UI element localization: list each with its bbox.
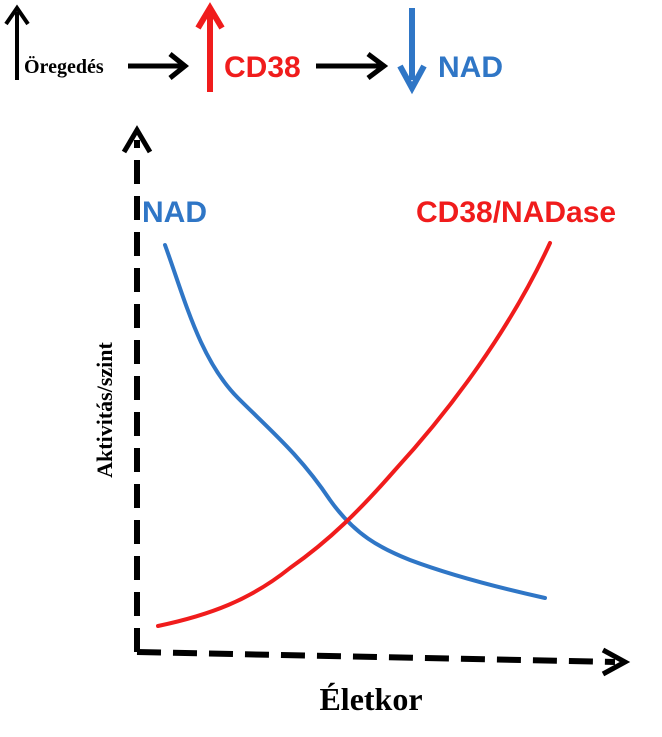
aging-flow: Öregedés CD38 NAD (4, 2, 503, 95)
y-axis (121, 125, 153, 652)
aging-up-arrow-icon (4, 4, 30, 80)
cd38-up-arrow-icon (195, 2, 225, 92)
right-arrow-icon (316, 52, 389, 80)
cd38-label: CD38 (224, 51, 301, 84)
cd38-series-label: CD38/NADase (416, 196, 616, 229)
nad-curve (163, 243, 547, 600)
nad-down-arrow-icon (397, 8, 427, 95)
x-axis (136, 647, 631, 677)
nad-flow-label: NAD (438, 51, 503, 84)
x-axis-label: Életkor (319, 681, 422, 717)
right-arrow-icon (128, 52, 190, 80)
nad-series-label: NAD (142, 196, 207, 229)
y-axis-label: Aktivitás/szint (92, 341, 117, 477)
chart: Aktivitás/szint Életkor NAD CD38/NADase (92, 125, 631, 717)
cd38-curve (156, 241, 552, 628)
aging-label: Öregedés (24, 55, 104, 78)
